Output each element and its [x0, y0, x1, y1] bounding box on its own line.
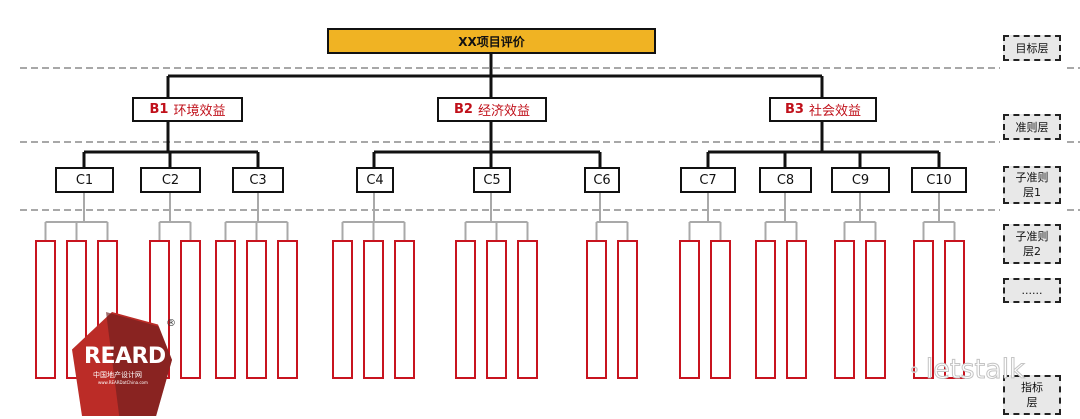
criterion-b2: B2 经济效益	[437, 97, 547, 122]
layer-label: 指标 层	[1021, 381, 1043, 409]
criteria-connectors	[82, 121, 941, 167]
sub-criterion-c4: C4	[356, 167, 394, 193]
chat-icon: ⚬	[906, 357, 923, 382]
indicator-box	[180, 240, 201, 379]
indicator-box	[710, 240, 731, 379]
logo-wordmark: REARD	[84, 344, 166, 369]
layer-goal: 目标层	[1003, 35, 1061, 61]
layer-sub-1: 子准则 层1	[1003, 166, 1061, 204]
indicator-box	[617, 240, 638, 379]
sub-criterion-c6: C6	[584, 167, 620, 193]
sub-criterion-label: C4	[366, 172, 384, 188]
layer-sub-2: 子准则 层2	[1003, 224, 1061, 264]
sub-criterion-label: C1	[75, 172, 94, 188]
criterion-code: B3	[785, 102, 804, 117]
indicator-box	[786, 240, 807, 379]
sub-criterion-label: C6	[593, 172, 611, 188]
goal-label: XX项目评价	[458, 34, 525, 49]
sub-criterion-label: C5	[483, 172, 501, 188]
sub-criterion-c10: C10	[911, 167, 967, 193]
layer-label: ......	[1021, 284, 1043, 297]
criterion-b1: B1 环境效益	[132, 97, 243, 122]
criterion-name: 社会效益	[808, 104, 861, 119]
layer-criteria: 准则层	[1003, 114, 1061, 140]
indicator-box	[834, 240, 855, 379]
layer-label: 子准则 层1	[1015, 171, 1049, 199]
logo-url: www.REARDatChina.com	[98, 380, 148, 385]
layer-label: 子准则 层2	[1015, 230, 1049, 258]
indicator-box	[586, 240, 607, 379]
layer-label: 目标层	[1015, 41, 1049, 55]
sub-criterion-c8: C8	[759, 167, 812, 193]
sub-criterion-label: C3	[249, 172, 267, 188]
criterion-name: 经济效益	[477, 104, 530, 119]
sub-criterion-c7: C7	[680, 167, 736, 193]
indicator-box	[455, 240, 476, 379]
indicator-box	[679, 240, 700, 379]
sub-criterion-c5: C5	[473, 167, 511, 193]
indicator-box	[486, 240, 507, 379]
layer-more: ......	[1003, 278, 1061, 303]
indicator-box	[755, 240, 776, 379]
indicator-box	[277, 240, 298, 379]
indicator-box	[394, 240, 415, 379]
reard-logo: REARD 中国地产设计网 www.REARDatChina.com ®	[60, 300, 190, 419]
goal-connectors	[166, 54, 824, 97]
sub-criterion-c3: C3	[232, 167, 284, 193]
indicator-box	[944, 240, 965, 379]
indicator-connectors	[44, 193, 956, 240]
indicator-box	[363, 240, 384, 379]
watermark-text: letstalk	[925, 354, 1025, 386]
sub-criterion-label: C10	[926, 172, 952, 188]
logo-cn-name: 中国地产设计网	[93, 371, 142, 379]
sub-criterion-label: C8	[776, 172, 795, 188]
indicator-box	[913, 240, 934, 379]
criterion-code: B1	[149, 102, 169, 117]
sub-criterion-c9: C9	[831, 167, 890, 193]
indicator-box	[35, 240, 56, 379]
indicator-box	[246, 240, 267, 379]
criterion-name: 环境效益	[173, 104, 226, 119]
sub-criterion-label: C7	[699, 172, 717, 188]
sub-criterion-label: C2	[161, 172, 180, 188]
indicator-box	[332, 240, 353, 379]
indicator-box	[517, 240, 538, 379]
goal-node: XX项目评价	[327, 28, 656, 54]
sub-criterion-c1: C1	[55, 167, 114, 193]
watermark: ⚬ letstalk	[906, 354, 1025, 386]
sub-criterion-label: C9	[851, 172, 870, 188]
criterion-code: B2	[454, 102, 473, 117]
indicator-box	[865, 240, 886, 379]
registered-mark: ®	[166, 318, 176, 329]
layer-indicator: 指标 层	[1003, 375, 1061, 415]
criterion-b3: B3 社会效益	[769, 97, 877, 122]
indicator-box	[215, 240, 236, 379]
sub-criterion-c2: C2	[140, 167, 201, 193]
layer-label: 准则层	[1015, 120, 1049, 134]
